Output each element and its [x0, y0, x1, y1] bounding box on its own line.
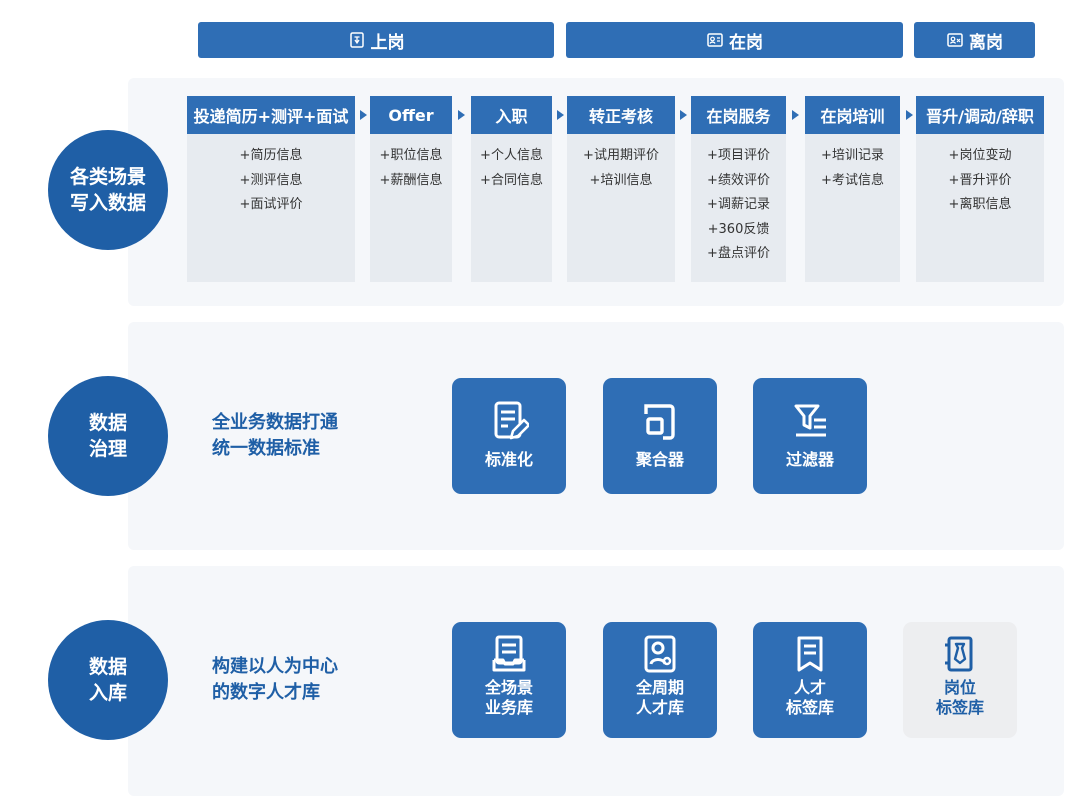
desc-line: 的数字人才库	[212, 682, 320, 703]
tile-talent-tag-db: 人才 标签库	[753, 622, 867, 738]
tile-filter: 过滤器	[753, 378, 867, 494]
bookmark-icon	[797, 636, 823, 672]
profile-icon	[644, 635, 676, 673]
stage-item: +项目评价	[707, 148, 770, 163]
inbox-icon	[492, 635, 526, 672]
circle-scenarios: 各类场景 写入数据	[48, 130, 168, 250]
stage-title: 投递简历+测评+面试	[187, 96, 355, 134]
circle-line: 治理	[88, 438, 127, 460]
circle-storage: 数据 入库	[48, 620, 168, 740]
stage-item: +个人信息	[480, 148, 543, 163]
tie-card-icon	[945, 636, 973, 672]
stage-item: +测评信息	[239, 172, 303, 188]
tile-lifecycle-talent-db: 全周期 人才库	[603, 622, 717, 738]
exit-card-icon	[947, 33, 963, 47]
phase-label: 上岗	[370, 32, 405, 53]
phase-label: 在岗	[729, 32, 763, 53]
stage-item: +离职信息	[948, 197, 1012, 212]
circle-line: 各类场景	[69, 166, 146, 188]
tile-label: 全周期	[635, 678, 684, 697]
tile-scenario-business-db: 全场景 业务库	[452, 622, 566, 738]
circle-line: 数据	[88, 412, 127, 434]
filter-icon	[794, 404, 826, 437]
circle-governance: 数据 治理	[48, 376, 168, 496]
tile-label: 聚合器	[635, 450, 684, 469]
circle-line: 入库	[88, 682, 127, 704]
stage-item: +面试评价	[239, 197, 303, 212]
phase-label: 离岗	[969, 32, 1003, 53]
desc-line: 构建以人为中心	[212, 656, 338, 677]
stage-item: +360反馈	[707, 221, 770, 237]
tile-position-tag-db: 岗位 标签库	[903, 622, 1017, 738]
tile-label: 岗位	[943, 678, 976, 697]
stage-item: +试用期评价	[583, 148, 659, 163]
badge-icon	[349, 32, 364, 48]
stage-item: +绩效评价	[707, 172, 770, 188]
circle-line: 写入数据	[69, 192, 146, 214]
stage-offer: Offer +职位信息 +薪酬信息	[370, 96, 452, 282]
stage-title: 转正考核	[567, 96, 675, 134]
stage-title: 在岗服务	[691, 96, 786, 134]
section-governance-panel	[128, 322, 1064, 550]
aggregator-icon	[644, 404, 675, 440]
stage-promotion-transfer-resign: 晋升/调动/辞职 +岗位变动 +晋升评价 +离职信息	[916, 96, 1044, 282]
phase-bar-offboard: 离岗	[914, 22, 1035, 58]
stage-title: 在岗培训	[805, 96, 900, 134]
stage-item: +职位信息	[379, 148, 443, 163]
flow-arrow	[360, 110, 367, 120]
governance-description: 全业务数据打通 统一数据标准	[212, 410, 338, 462]
phase-bar-onjob: 在岗	[566, 22, 903, 58]
tile-standardize: 标准化	[452, 378, 566, 494]
stage-item: +晋升评价	[948, 172, 1012, 188]
edit-document-icon	[494, 401, 529, 440]
stage-item: +简历信息	[239, 148, 303, 163]
desc-line: 全业务数据打通	[212, 412, 338, 433]
stage-onjob-training: 在岗培训 +培训记录 +考试信息	[805, 96, 900, 282]
tile-label: 人才库	[635, 698, 684, 717]
stage-item: +岗位变动	[948, 148, 1012, 163]
stage-item: +调薪记录	[707, 197, 770, 212]
stage-probation: 转正考核 +试用期评价 +培训信息	[567, 96, 675, 282]
tile-label: 标签库	[935, 698, 984, 717]
storage-description: 构建以人为中心 的数字人才库	[212, 654, 338, 706]
stage-item: +盘点评价	[707, 246, 770, 261]
circle-line: 数据	[88, 656, 127, 678]
stage-item: +考试信息	[821, 172, 884, 188]
stage-application: 投递简历+测评+面试 +简历信息 +测评信息 +面试评价	[187, 96, 355, 282]
desc-line: 统一数据标准	[212, 438, 320, 459]
phase-bar-onboard: 上岗	[198, 22, 554, 58]
stage-title: Offer	[370, 96, 452, 134]
stage-item: +薪酬信息	[379, 172, 443, 188]
stage-item: +培训信息	[589, 172, 653, 188]
stage-item: +培训记录	[821, 148, 884, 163]
flow-arrow	[792, 110, 799, 120]
tile-label: 过滤器	[785, 450, 834, 469]
stage-item: +合同信息	[480, 172, 543, 188]
tile-label: 标准化	[484, 450, 533, 469]
flow-arrow	[557, 110, 564, 120]
flow-arrow	[680, 110, 687, 120]
tile-label: 业务库	[484, 698, 533, 717]
flow-arrow	[906, 110, 913, 120]
tile-label: 全场景	[484, 678, 533, 697]
tile-label: 人才	[793, 678, 826, 697]
stage-title: 晋升/调动/辞职	[916, 96, 1044, 134]
tile-label: 标签库	[785, 698, 834, 717]
tile-aggregator: 聚合器	[603, 378, 717, 494]
flow-arrow	[458, 110, 465, 120]
id-card-icon	[707, 33, 723, 47]
stage-onjob-service: 在岗服务 +项目评价 +绩效评价 +调薪记录 +360反馈 +盘点评价	[691, 96, 786, 282]
stage-title: 入职	[471, 96, 552, 134]
stage-onboarding: 入职 +个人信息 +合同信息	[471, 96, 552, 282]
